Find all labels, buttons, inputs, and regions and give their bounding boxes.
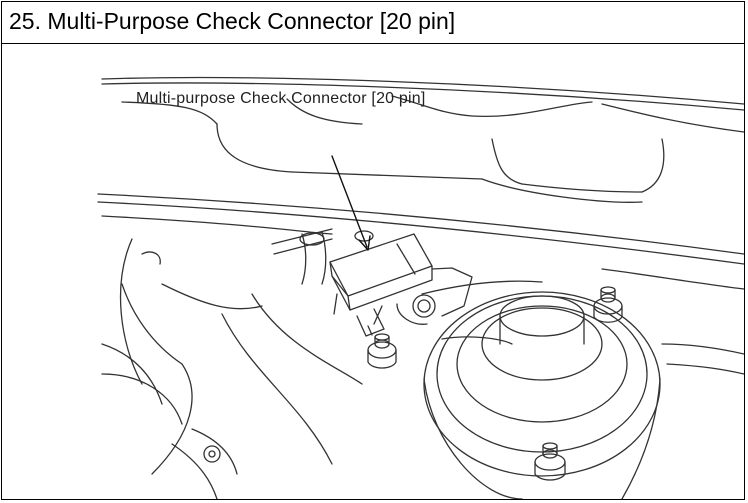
bolt-upper-right — [593, 286, 623, 323]
callout-leader — [331, 155, 371, 251]
pipe-bracket — [271, 228, 374, 285]
intake-hose — [101, 238, 363, 499]
strut-tower-mount — [423, 291, 661, 499]
cowl-panel-lines — [97, 76, 744, 265]
engine-bay-illustration — [97, 76, 744, 499]
callout-label: Multi-purpose Check Connector [20 pin] — [136, 90, 426, 107]
check-connector-box — [329, 233, 473, 325]
page-title: 25. Multi-Purpose Check Connector [20 pi… — [9, 8, 456, 34]
mounting-clip — [356, 294, 436, 337]
fender-lines — [421, 268, 744, 375]
bolt-left — [367, 333, 397, 369]
bolt-lower — [534, 442, 566, 481]
header-bar: 25. Multi-Purpose Check Connector [20 pi… — [2, 2, 744, 44]
